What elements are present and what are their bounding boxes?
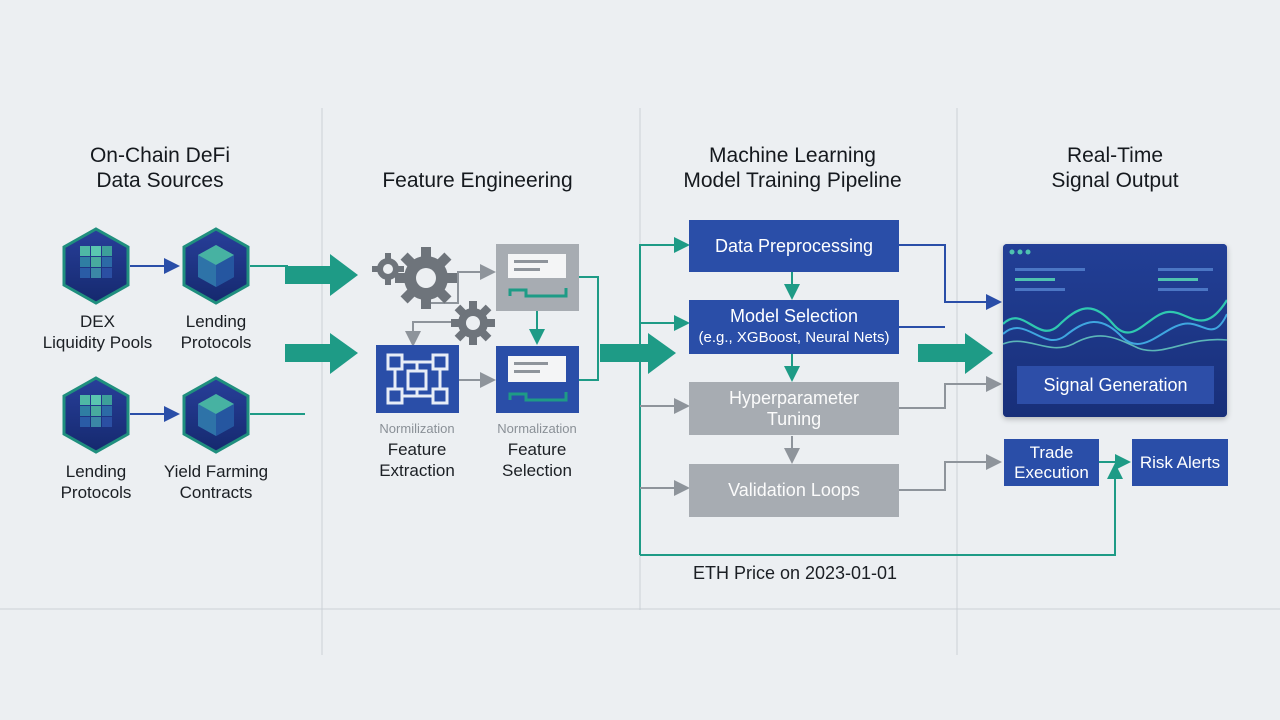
trade-execution-label: Trade Execution: [1014, 442, 1089, 482]
gear-icon: [451, 301, 495, 345]
flow-arrow: [600, 333, 676, 374]
circuit-board-icon: [376, 345, 459, 413]
source-label-dex: DEX Liquidity Pools: [42, 312, 153, 352]
data-preprocessing-label: Data Preprocessing: [714, 235, 874, 256]
column-title-training: Machine Learning Model Training Pipeline: [683, 144, 902, 192]
column-title-features: Feature Engineering: [382, 169, 573, 192]
risk-alerts-box: Risk Alerts: [1132, 439, 1228, 486]
hyperparameter-label: Hyperparameter Tuning: [728, 387, 860, 429]
validation-label: Validation Loops: [728, 480, 860, 500]
source-label-lending: Lending Protocols: [180, 312, 252, 352]
signal-generation-label: Signal Generation: [1017, 366, 1214, 404]
normalization-caption: Normalization: [497, 421, 577, 436]
source-label-yield: Yield Farming Contracts: [163, 462, 269, 502]
normalization-caption: Normilization: [379, 421, 455, 436]
cube-stack-icon: [62, 376, 130, 454]
gear-icon: [372, 247, 457, 309]
validation-box: Validation Loops: [689, 464, 899, 517]
source-label-lending: Lending Protocols: [60, 462, 132, 502]
hyperparameter-box: Hyperparameter Tuning: [689, 382, 899, 435]
signal-dashboard: Signal Generation: [1003, 244, 1227, 417]
cube-icon: [182, 227, 250, 305]
feedback-loop-top: [639, 237, 690, 555]
cube-stack-icon: [62, 227, 130, 305]
model-selection-box: Model Selection (e.g., XGBoost, Neural N…: [689, 300, 899, 354]
flow-arrow: [918, 333, 993, 374]
validation-to-trade-gray: [898, 454, 1002, 491]
column-title-sources: On-Chain DeFi Data Sources: [89, 144, 231, 192]
gear-to-extraction-line: [405, 321, 460, 347]
feature-extraction-label: Feature Extraction: [379, 440, 455, 480]
model-selection-label: Model Selection: [729, 306, 859, 326]
hyper-to-output-gray: [898, 376, 1002, 409]
model-selection-sublabel: (e.g., XGBoost, Neural Nets): [698, 329, 890, 346]
feedback-loop-bottom: [640, 463, 1123, 556]
trade-execution-box: Trade Execution: [1004, 439, 1099, 486]
risk-alerts-label: Risk Alerts: [1139, 453, 1221, 472]
data-preprocessing-box: Data Preprocessing: [689, 220, 899, 272]
column-title-output: Real-Time Signal Output: [1051, 144, 1179, 192]
cube-icon: [182, 376, 250, 454]
flow-arrow: [285, 333, 358, 374]
card-out-line: [578, 276, 599, 381]
footer-note: ETH Price on 2023-01-01: [692, 563, 898, 583]
document-card-icon: [496, 244, 579, 311]
flow-arrow: [285, 254, 358, 296]
pipeline-to-output-navy: [898, 244, 1002, 310]
feature-selection-label: Feature Selection: [502, 440, 572, 480]
document-card-icon: [496, 346, 579, 413]
